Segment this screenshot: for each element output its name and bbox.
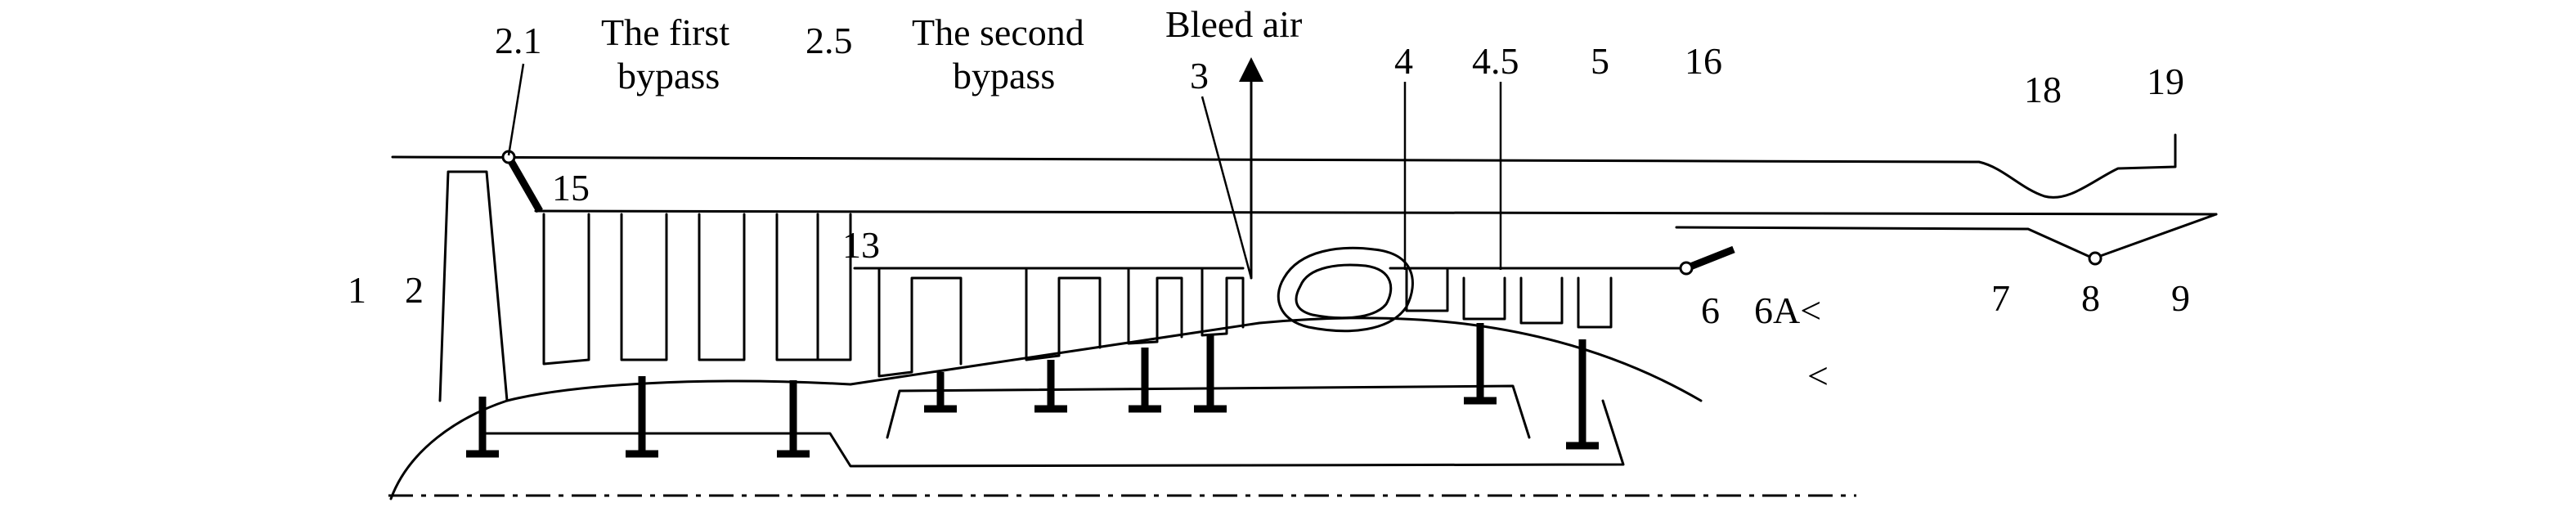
station-18-label: 18: [2024, 69, 2062, 110]
station-19-label: 19: [2147, 61, 2184, 102]
lpc-blade-2: [620, 213, 668, 361]
lpc-blade-1: [542, 213, 590, 366]
station-13-label: 13: [842, 224, 880, 266]
station-8-label: 8: [2081, 277, 2100, 319]
station-2-label: 2: [405, 269, 424, 311]
lpc-blade-4: [775, 213, 819, 361]
lpt-blade-1: [1462, 276, 1506, 321]
fan-spinner: [389, 379, 852, 500]
hp-spool-frame: [886, 384, 1531, 439]
station-5-label: 5: [1591, 40, 1609, 82]
hpt-blade: [1405, 268, 1449, 312]
lpc-blade-3: [698, 213, 746, 361]
hpc-blade-1: [877, 268, 963, 378]
leader-3: [1200, 96, 1253, 279]
first-bypass-inner-line: [534, 209, 2218, 216]
second-bypass-label-2: bypass: [953, 55, 1055, 96]
station-6-label: 6: [1701, 289, 1720, 331]
low-pressure-hub: [481, 399, 1625, 468]
lpt-blade-3: [1577, 276, 1613, 329]
bleed-air-label: Bleed air: [1165, 3, 1302, 45]
lpc-blade-5: [816, 213, 852, 361]
station-4-5-label: 4.5: [1472, 40, 1519, 82]
inlet-guide-vane: [501, 150, 543, 213]
hpc-blade-2: [1025, 268, 1102, 361]
station-6a-label: 6A<: [1754, 289, 1821, 331]
outer-nacelle-line: [391, 133, 2177, 199]
lpt-blade-2: [1519, 276, 1564, 325]
station-2-1-label: 2.1: [495, 20, 542, 61]
station-1-label: 1: [348, 269, 366, 311]
station-15-label: 15: [552, 167, 590, 209]
mixer-flap: [1679, 245, 1735, 276]
combustor-liner: [1295, 263, 1393, 320]
first-bypass-label-2: bypass: [617, 55, 720, 96]
station-3-label: 3: [1190, 55, 1209, 96]
station-16-label: 16: [1685, 40, 1722, 82]
hpc-blade-4: [1200, 268, 1245, 337]
shaft-supports: [466, 323, 1599, 458]
fan-blade: [438, 170, 509, 402]
core-inner-hub: [849, 316, 1703, 402]
lt-mark-label: <: [1807, 355, 1829, 397]
second-bypass-label-1: The second: [912, 11, 1084, 53]
station-9-label: 9: [2171, 277, 2190, 319]
station-4-label: 4: [1394, 40, 1413, 82]
station-2-5-label: 2.5: [806, 20, 853, 61]
nozzle-hinge: [2088, 251, 2103, 266]
leader-2-1: [507, 63, 525, 156]
nozzle-outer-line: [1675, 213, 2218, 260]
hpc-blade-3: [1127, 268, 1183, 345]
first-bypass-label-1: The first: [601, 11, 729, 53]
station-7-label: 7: [1991, 277, 2010, 319]
